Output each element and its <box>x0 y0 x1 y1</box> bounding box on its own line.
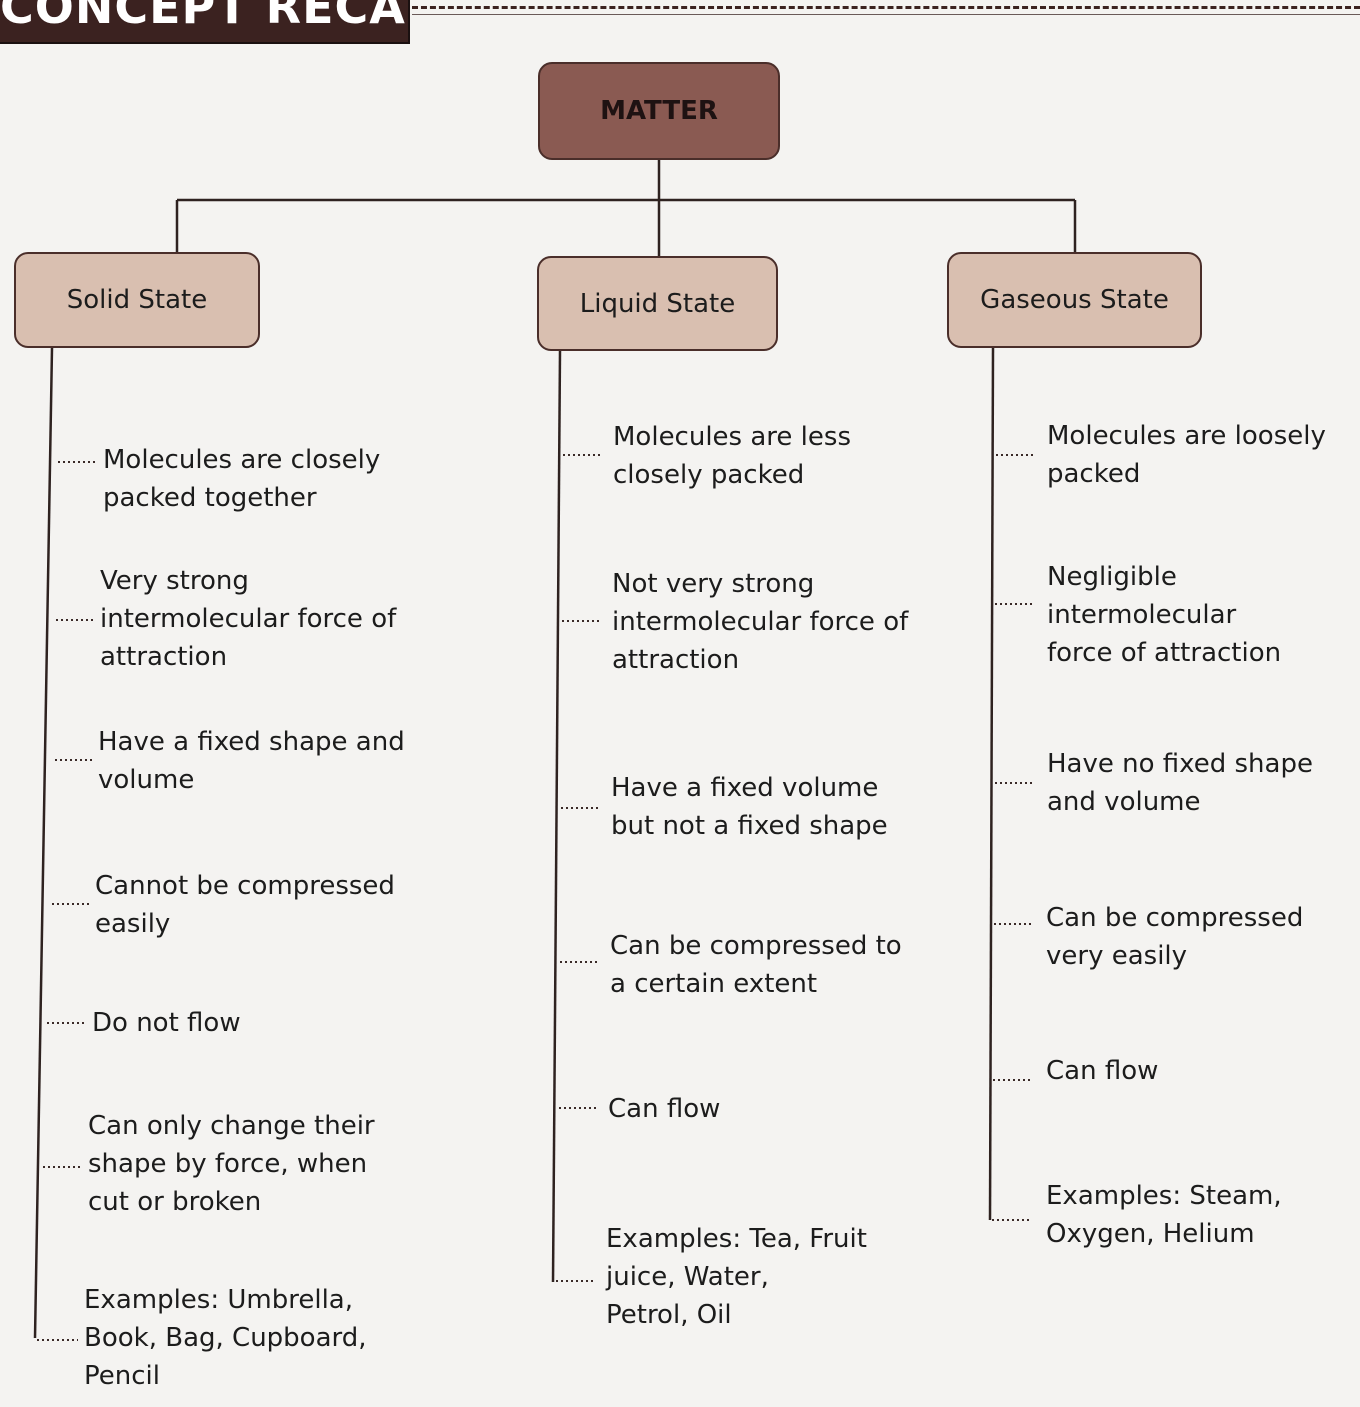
liquid-property: Can flow <box>608 1094 721 1124</box>
header-solid-rule <box>412 14 1360 15</box>
liquid-spine-line <box>551 350 562 1283</box>
liquid-state-node: Liquid State <box>537 256 778 351</box>
matter-label: MATTER <box>600 96 718 126</box>
matter-node: MATTER <box>538 62 780 160</box>
solid-state-node: Solid State <box>14 252 260 348</box>
header-title: CONCEPT RECALL <box>0 0 408 34</box>
gaseous-state-node: Gaseous State <box>947 252 1202 348</box>
gaseous-state-label: Gaseous State <box>980 285 1169 315</box>
solid-property: Do not flow <box>92 1008 241 1038</box>
header-dashed-rule <box>412 6 1360 9</box>
gas-property: Examples: Steam,Oxygen, Helium <box>1046 1181 1282 1249</box>
solid-state-label: Solid State <box>66 285 208 315</box>
liquid-state-label: Liquid State <box>579 288 736 319</box>
header-banner: CONCEPT RECALL <box>0 0 410 44</box>
gas-spine-line <box>988 347 995 1221</box>
gas-property: Can flow <box>1046 1056 1159 1086</box>
solid-spine-line <box>33 347 54 1339</box>
solid-property: Examples: Umbrella,Book, Bag, Cupboard,P… <box>84 1285 367 1391</box>
